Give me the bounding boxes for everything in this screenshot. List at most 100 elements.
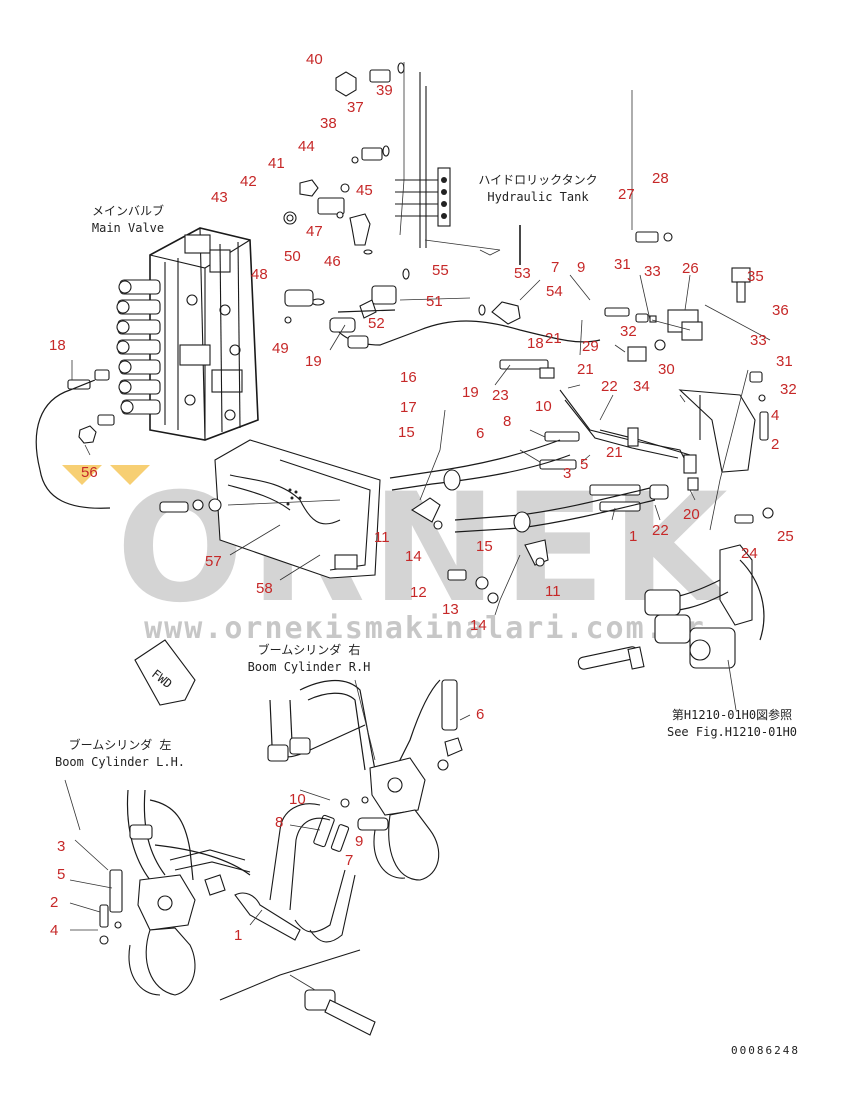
callout-number: 48 (251, 266, 268, 283)
callout-number: 44 (298, 138, 315, 155)
callout-number: 9 (355, 833, 363, 850)
callout-number: 33 (750, 332, 767, 349)
callout-number: 20 (683, 506, 700, 523)
watermark-url: www.orneкismakinalari.com.tr (144, 611, 706, 646)
callout-number: 2 (50, 894, 58, 911)
callout-number: 17 (400, 399, 417, 416)
callout-number: 18 (49, 337, 66, 354)
callout-number: 4 (50, 922, 58, 939)
boom-lh-label-en: Boom Cylinder L.H. (55, 755, 185, 769)
callout-number: 21 (545, 330, 562, 347)
valve-top-fittings (283, 62, 501, 324)
callout-number: 29 (582, 338, 599, 355)
callout-number: 22 (652, 522, 669, 539)
cover-plate-drawing (159, 439, 381, 579)
callout-number: 5 (57, 866, 65, 883)
callout-number: 3 (57, 838, 65, 855)
callout-number: 31 (614, 256, 631, 273)
callout-number: 8 (503, 413, 511, 430)
callout-number: 39 (376, 82, 393, 99)
callout-number: 32 (780, 381, 797, 398)
leader-lines (64, 274, 696, 931)
callout-number: 21 (577, 361, 594, 378)
callout-number: 57 (205, 553, 222, 570)
callout-number: 31 (776, 353, 793, 370)
callout-number: 9 (577, 259, 585, 276)
tank-lines (329, 225, 601, 346)
callout-number: 16 (400, 369, 417, 386)
callout-number: 26 (682, 260, 699, 277)
main-valve-drawing (67, 227, 259, 444)
callout-number: 43 (211, 189, 228, 206)
callout-number: 1 (629, 528, 637, 545)
boom-rh-label-en: Boom Cylinder R.H (248, 660, 371, 674)
callout-number: 1 (234, 927, 242, 944)
hose-routing (35, 317, 699, 533)
callout-number: 51 (426, 293, 443, 310)
callout-number: 32 (620, 323, 637, 340)
callout-number: 2 (771, 436, 779, 453)
watermark-chevron-icon (110, 465, 150, 485)
callout-number: 24 (741, 545, 758, 562)
callout-number: 50 (284, 248, 301, 265)
callout-number: 30 (658, 361, 675, 378)
fwd-arrow: FWD (134, 639, 196, 706)
callout-number: 52 (368, 315, 385, 332)
callout-number: 11 (545, 583, 561, 600)
callout-number: 56 (81, 464, 98, 481)
callout-number: 49 (272, 340, 289, 357)
callout-number: 18 (527, 335, 544, 352)
callout-number: 37 (347, 99, 364, 116)
callout-number: 46 (324, 253, 341, 270)
boom-cylinder-lh (99, 789, 376, 1036)
callout-number: 7 (345, 852, 353, 869)
drawing-code: 00086248 (731, 1044, 800, 1057)
callout-number: 23 (492, 387, 509, 404)
callout-number: 25 (777, 528, 794, 545)
callout-number: 58 (256, 580, 273, 597)
callout-number: 19 (305, 353, 322, 370)
callout-number: 8 (275, 814, 283, 831)
callout-number: 14 (405, 548, 422, 565)
callout-number: 14 (470, 617, 487, 634)
boom-lh-label-jp: ブームシリンダ 左 (69, 737, 172, 752)
callout-number: 38 (320, 115, 337, 132)
callout-number: 7 (551, 259, 559, 276)
callout-number: 15 (476, 538, 493, 555)
text-labels: メインバルブ Main Valve ハイドロリックタンク Hydraulic T… (55, 173, 800, 1057)
callout-number: 19 (462, 384, 479, 401)
callout-number: 40 (306, 51, 323, 68)
main-valve-label-jp: メインバルブ (92, 203, 164, 218)
callout-number: 35 (747, 268, 764, 285)
callout-number: 27 (618, 186, 635, 203)
boom-cylinder-rh (267, 679, 463, 943)
callout-number: 36 (772, 302, 789, 319)
watermark-chevron-icon (62, 465, 102, 485)
main-valve-label-en: Main Valve (92, 221, 164, 235)
callout-number: 12 (410, 584, 427, 601)
callout-number: 5 (580, 456, 588, 473)
callout-number: 47 (306, 223, 323, 240)
callout-number: 34 (633, 378, 650, 395)
callout-number: 53 (514, 265, 531, 282)
clamp-parts (410, 409, 549, 616)
callout-number: 41 (268, 155, 285, 172)
boom-rh-label-jp: ブームシリンダ 右 (258, 642, 361, 657)
callout-number: 15 (398, 424, 415, 441)
hydraulic-tank-label-en: Hydraulic Tank (487, 190, 589, 204)
callout-number: 10 (535, 398, 552, 415)
callout-number: 13 (442, 601, 459, 618)
see-fig-label-en: See Fig.H1210-01H0 (667, 725, 797, 739)
callout-number: 54 (546, 283, 563, 300)
hydraulic-tank-label-jp: ハイドロリックタンク (478, 173, 597, 187)
callout-number: 21 (606, 444, 623, 461)
see-fig-label-jp: 第H1210-01H0図参照 (672, 707, 792, 722)
callout-number: 6 (476, 706, 484, 723)
callout-number: 45 (356, 182, 373, 199)
callout-number: 6 (476, 425, 484, 442)
callout-number: 55 (432, 262, 449, 279)
callout-number: 28 (652, 170, 669, 187)
callout-number: 22 (601, 378, 618, 395)
right-bracket-drawing (577, 90, 774, 711)
